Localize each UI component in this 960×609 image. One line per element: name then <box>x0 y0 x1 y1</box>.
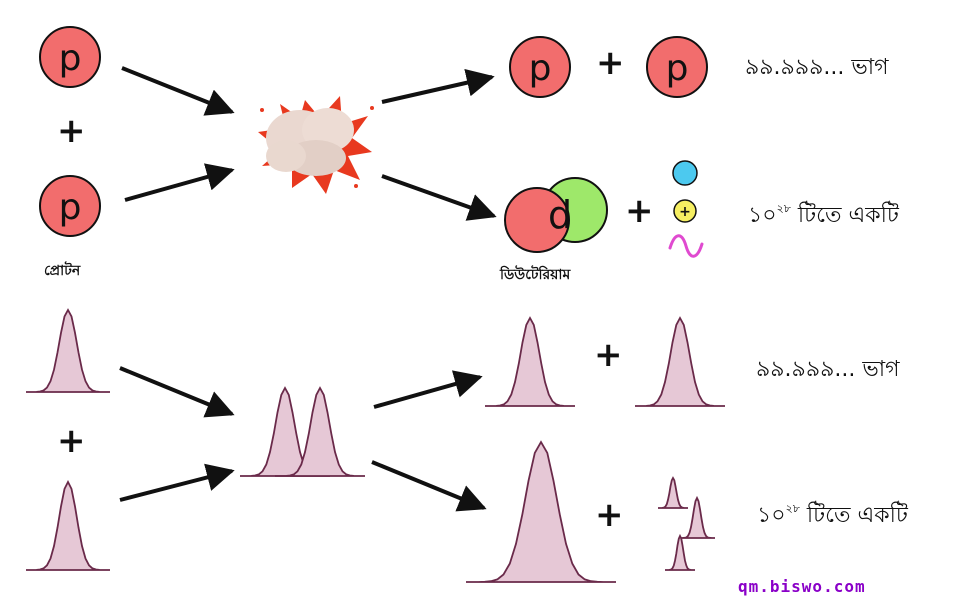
wave-packet-in-top <box>26 308 110 393</box>
wave-packet-merged-right <box>275 386 365 477</box>
arrow-out-bottom <box>381 174 497 221</box>
plus-sign: + <box>625 191 654 231</box>
arrow-out-top <box>381 68 495 104</box>
wave-packet-in-bottom <box>26 480 110 571</box>
plus-sign: + <box>595 495 624 535</box>
proton-symbol: p <box>666 48 689 89</box>
proton-product-2: p <box>646 36 708 98</box>
plus-sign: + <box>57 111 86 151</box>
proton-top-left: p <box>39 26 101 88</box>
positron-icon: + <box>673 199 697 223</box>
deuterium-symbol: d <box>548 193 572 237</box>
outcome-common-top: ৯৯.৯৯৯... ভাগ <box>745 55 889 80</box>
proton-label: প্রোটন <box>44 263 81 279</box>
deuterium-label: ডিউটেরিয়াম <box>500 267 571 283</box>
wave-packet-deuterium <box>466 440 616 583</box>
collision-burst-icon <box>258 96 374 194</box>
plus-sign: + <box>594 335 623 375</box>
arrow-wave-out-top <box>373 370 483 409</box>
plus-sign: + <box>57 421 86 461</box>
outcome-common-bottom: ৯৯.৯৯৯... ভাগ <box>756 357 900 382</box>
proton-product-1: p <box>509 36 571 98</box>
svg-text:+: + <box>679 204 691 220</box>
outcome-rare-top: ১০২৮ টিতে একটি <box>748 201 899 228</box>
watermark: qm.biswo.com <box>738 577 866 596</box>
outcome-rare-bottom: ১০২৮ টিতে একটি <box>757 501 908 528</box>
arrow-wave-out-bottom <box>371 460 487 512</box>
arrow-in-bottom <box>124 163 235 202</box>
wave-packet-out-top-1 <box>485 316 575 407</box>
photon-wave-icon <box>668 234 704 258</box>
wave-packet-small-3 <box>665 533 695 571</box>
wave-packets <box>26 308 725 583</box>
plus-sign: + <box>596 43 625 83</box>
proton-symbol: p <box>59 38 82 79</box>
wave-packet-small-1 <box>658 476 688 509</box>
arrow-wave-in-top <box>119 366 235 418</box>
arrow-wave-in-bottom <box>119 463 235 502</box>
wave-packet-out-top-2 <box>635 316 725 407</box>
wave-packet-small-2 <box>679 495 715 539</box>
arrow-in-top <box>121 66 235 116</box>
deuterium-nucleus: d <box>504 177 608 253</box>
neutrino-icon <box>672 160 698 186</box>
proton-symbol: p <box>59 187 82 228</box>
proton-symbol: p <box>529 48 552 89</box>
proton-bottom-left: p <box>39 175 101 237</box>
